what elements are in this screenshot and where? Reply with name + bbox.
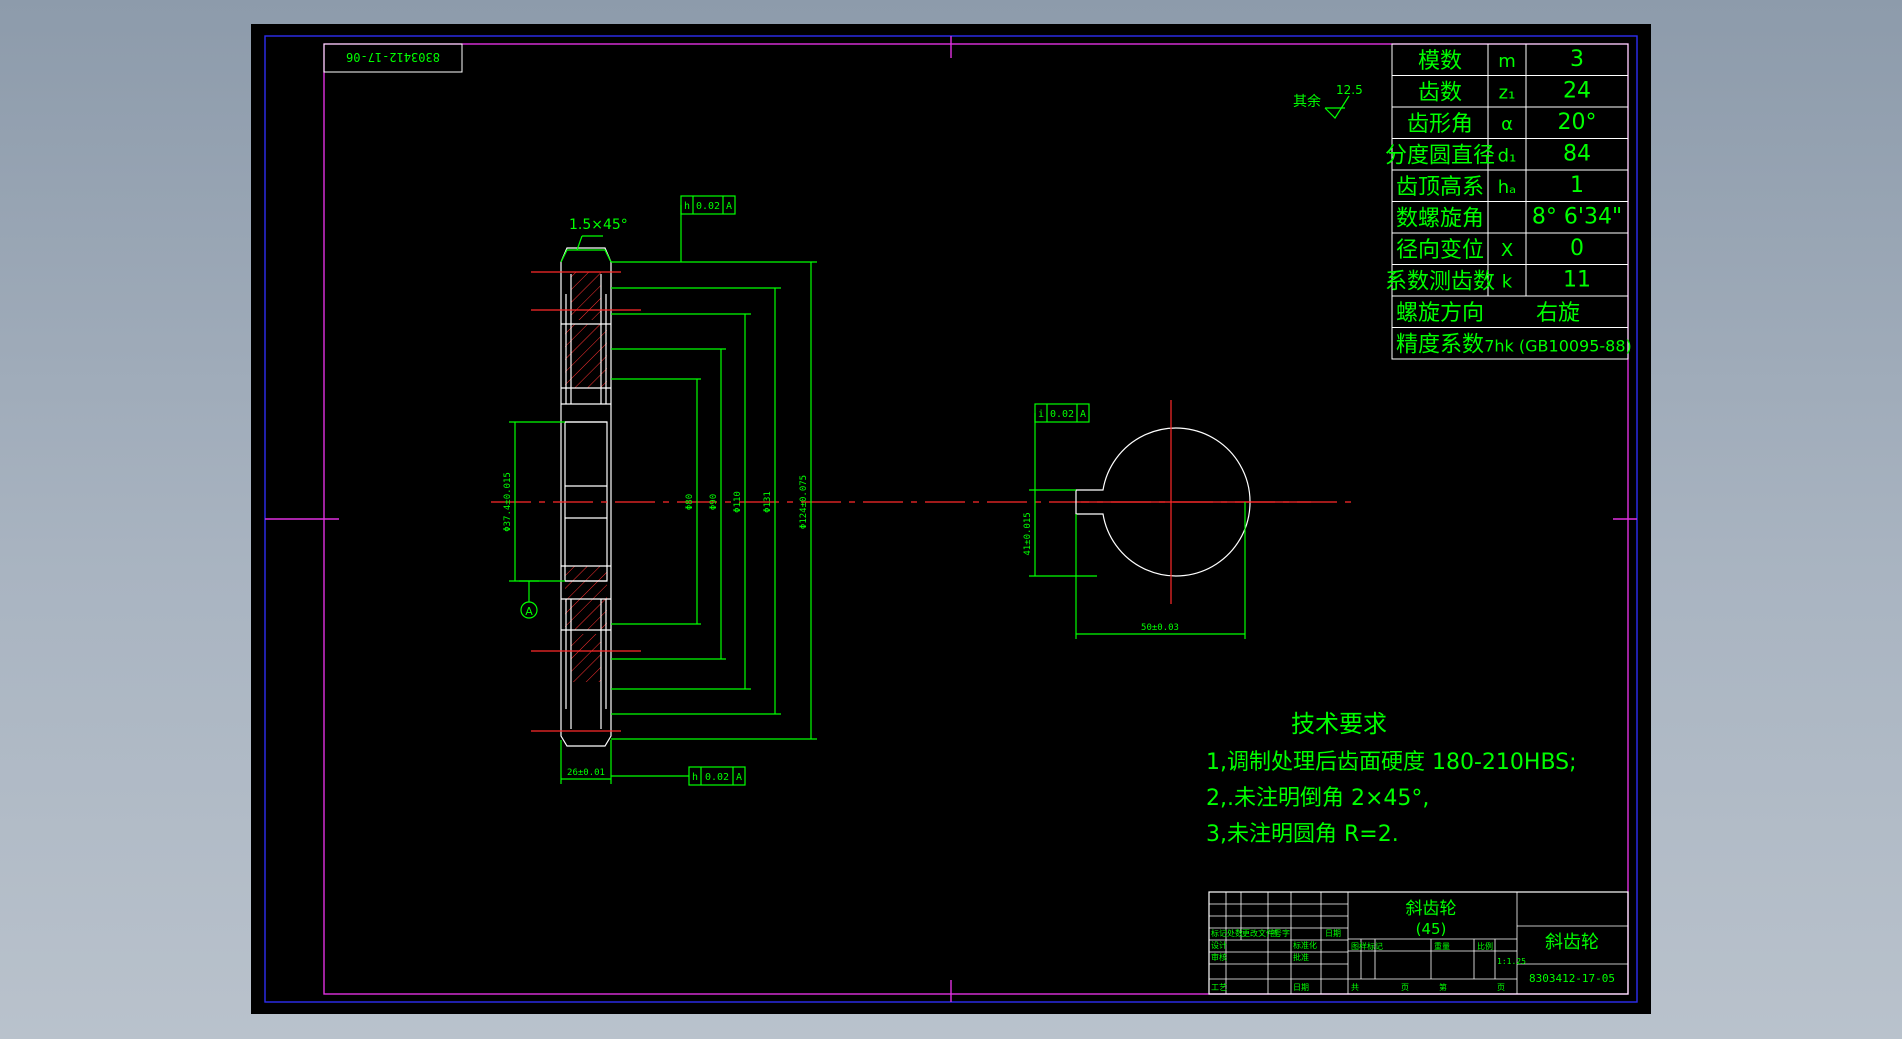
svg-text:A: A	[525, 605, 533, 618]
svg-text:41±0.015: 41±0.015	[1023, 512, 1033, 555]
param-value: 84	[1563, 142, 1591, 167]
param-value: 右旋	[1536, 301, 1580, 326]
tech-item: 1,调制处理后齿面硬度 180-210HBS;	[1206, 750, 1577, 775]
param-value: 20°	[1558, 110, 1597, 135]
param-name: 系数测齿数	[1385, 270, 1495, 295]
svg-text:处数: 处数	[1227, 928, 1243, 938]
drawing-viewport[interactable]: 8303412-17-06 其余 12.5	[251, 24, 1651, 1014]
svg-text:签: 签	[1271, 928, 1279, 938]
param-name: 螺旋方向	[1396, 301, 1484, 326]
param-symbol: d₁	[1498, 146, 1517, 167]
svg-text:12.5: 12.5	[1336, 83, 1363, 97]
tech-title: 技术要求	[1291, 710, 1387, 738]
svg-text:A: A	[726, 201, 732, 212]
svg-text:50±0.03: 50±0.03	[1141, 623, 1179, 633]
drawing-number: 8303412-17-05	[1529, 972, 1615, 985]
param-name: 径向变位	[1396, 238, 1484, 263]
svg-text:0.02: 0.02	[705, 772, 729, 783]
keyway-end-view: i 0.02 A 41±0.015 50±0.03	[1023, 400, 1311, 639]
svg-text:更改文件号: 更改文件号	[1242, 928, 1282, 938]
param-name: 分度圆直径	[1385, 144, 1495, 169]
material: (45)	[1416, 920, 1447, 938]
svg-text:批准: 批准	[1293, 952, 1309, 962]
svg-text:Φ37.4±0.015: Φ37.4±0.015	[503, 472, 513, 532]
svg-text:重量: 重量	[1434, 941, 1450, 951]
param-name: 数螺旋角	[1396, 207, 1484, 232]
param-symbol: α	[1501, 114, 1513, 135]
param-value: 24	[1563, 79, 1591, 104]
svg-text:日期: 日期	[1293, 983, 1309, 992]
svg-text:1.5×45°: 1.5×45°	[569, 217, 628, 233]
svg-text:Φ110: Φ110	[733, 491, 743, 513]
surface-finish-symbol: 其余 12.5	[1293, 83, 1363, 119]
svg-text:Φ80: Φ80	[685, 494, 695, 510]
svg-text:8303412-17-06: 8303412-17-06	[346, 50, 440, 64]
svg-text:字: 字	[1282, 928, 1290, 938]
svg-text:比例: 比例	[1477, 941, 1493, 951]
svg-text:26±0.01: 26±0.01	[567, 768, 605, 778]
param-symbol: hₐ	[1498, 177, 1516, 198]
param-symbol: X	[1501, 240, 1513, 261]
svg-text:日期: 日期	[1325, 929, 1341, 938]
param-symbol: z₁	[1499, 83, 1516, 104]
param-value: 0	[1570, 236, 1584, 261]
svg-text:A: A	[736, 772, 742, 783]
tech-item: 3,未注明圆角 R=2.	[1206, 822, 1399, 847]
param-symbol: m	[1498, 51, 1516, 72]
svg-text:第: 第	[1439, 982, 1447, 992]
param-symbol: k	[1502, 272, 1513, 293]
svg-text:0.02: 0.02	[1050, 409, 1074, 420]
svg-text:审核: 审核	[1211, 952, 1227, 962]
svg-text:页: 页	[1497, 983, 1505, 992]
param-value: 1	[1570, 173, 1584, 198]
svg-text:其余: 其余	[1293, 93, 1321, 110]
cad-drawing: 8303412-17-06 其余 12.5	[264, 35, 1638, 1003]
title-block: 标记 处数 更改文件号 签 字 日期 设计 标准化 审核 批准 工艺 日期 图样…	[1208, 891, 1629, 995]
svg-text:Φ131: Φ131	[763, 491, 773, 513]
svg-text:工艺: 工艺	[1211, 983, 1227, 992]
title-right: 斜齿轮	[1545, 932, 1599, 953]
svg-text:图样标记: 图样标记	[1351, 941, 1383, 951]
param-name: 齿形角	[1407, 112, 1473, 137]
svg-text:h: h	[692, 772, 698, 783]
part-number-stamp: 8303412-17-06	[323, 43, 463, 73]
param-value: 7hk (GB10095-88)	[1484, 337, 1632, 356]
svg-text:0.02: 0.02	[696, 201, 720, 212]
param-name: 精度系数	[1396, 333, 1484, 358]
svg-text:Φ90: Φ90	[709, 494, 719, 510]
svg-text:h: h	[684, 201, 690, 212]
svg-text:共: 共	[1351, 983, 1359, 992]
param-name: 齿顶高系	[1396, 175, 1484, 200]
param-name: 模数	[1418, 49, 1462, 74]
fcf-bottom: h 0.02 A	[611, 766, 746, 786]
param-value: 8° 6'34"	[1532, 205, 1622, 230]
svg-text:1:1.25: 1:1.25	[1497, 957, 1526, 966]
param-value: 3	[1570, 47, 1584, 72]
param-value: 11	[1563, 268, 1591, 293]
param-name: 齿数	[1418, 81, 1462, 106]
svg-text:标准化: 标准化	[1293, 940, 1317, 950]
svg-text:A: A	[1080, 409, 1086, 420]
fcf-top: h 0.02 A	[680, 195, 736, 262]
svg-text:标记: 标记	[1211, 928, 1227, 938]
gear-section-view: 26±0.01 Φ124±0.075 Φ131 Φ110 Φ90 Φ80 Φ37…	[491, 195, 1351, 786]
tech-item: 2,.未注明倒角 2×45°,	[1206, 786, 1429, 811]
technical-requirements: 技术要求 1,调制处理后齿面硬度 180-210HBS; 2,.未注明倒角 2×…	[1206, 710, 1577, 847]
part-name: 斜齿轮	[1406, 899, 1457, 919]
svg-text:i: i	[1038, 409, 1044, 420]
svg-text:页: 页	[1401, 983, 1409, 992]
svg-text:Φ124±0.075: Φ124±0.075	[799, 475, 809, 529]
svg-text:设计: 设计	[1211, 940, 1227, 950]
